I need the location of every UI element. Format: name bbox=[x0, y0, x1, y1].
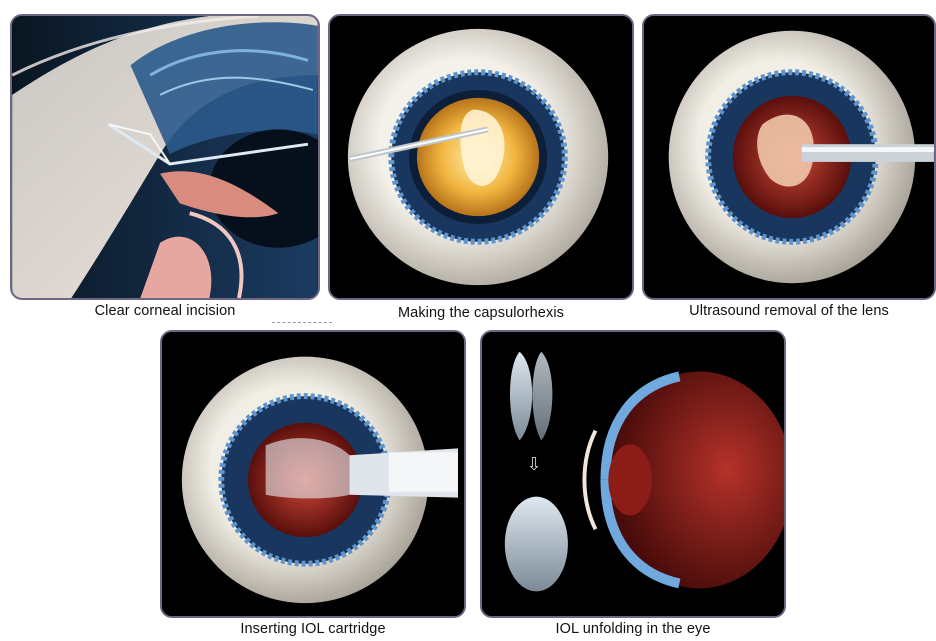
panel-capsulorhexis bbox=[328, 14, 634, 300]
iol-cartridge-illustration bbox=[162, 332, 464, 616]
divider-line bbox=[272, 322, 332, 325]
capsulorhexis-illustration bbox=[330, 16, 632, 298]
corneal-incision-illustration bbox=[12, 16, 318, 298]
panel-iol-unfolding: ⇩ bbox=[480, 330, 786, 618]
caption-ultrasound-removal: Ultrasound removal of the lens bbox=[642, 303, 936, 319]
panel-inserting-iol-cartridge bbox=[160, 330, 466, 618]
caption-iol-unfolding: IOL unfolding in the eye bbox=[480, 621, 786, 637]
panel-ultrasound-removal bbox=[642, 14, 936, 300]
caption-inserting-iol-cartridge: Inserting IOL cartridge bbox=[160, 621, 466, 637]
ultrasound-removal-illustration bbox=[644, 16, 934, 298]
caption-capsulorhexis: Making the capsulorhexis bbox=[328, 305, 634, 321]
svg-text:⇩: ⇩ bbox=[527, 455, 542, 475]
caption-clear-corneal-incision: Clear corneal incision bbox=[10, 303, 320, 319]
panel-clear-corneal-incision bbox=[10, 14, 320, 300]
iol-unfolding-illustration: ⇩ bbox=[482, 332, 784, 616]
